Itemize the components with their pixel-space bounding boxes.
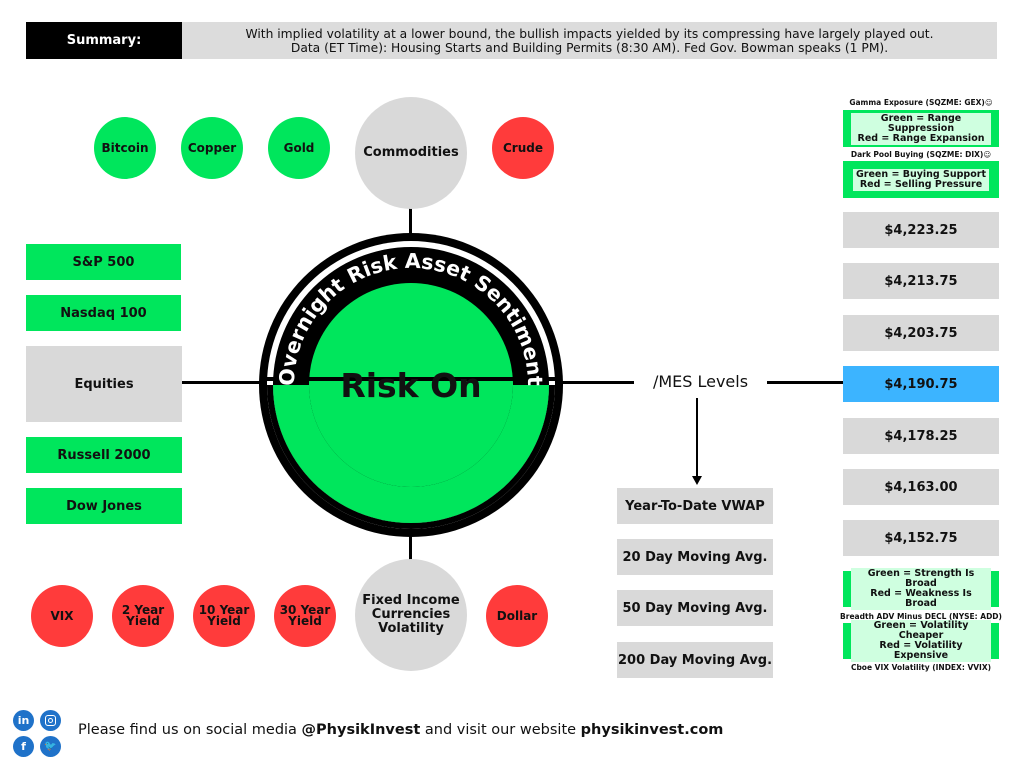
fi-30yr-yield: 30 Year Yield [274, 585, 336, 647]
fi-2yr-line2: Yield [126, 614, 160, 628]
equities-hub: Equities [26, 346, 182, 422]
mes-level: $4,223.25 [843, 212, 999, 248]
fi-10yr-yield: 10 Year Yield [193, 585, 255, 647]
add-green-text: Green = Strength Is Broad [867, 568, 975, 589]
sentiment-circle: Overnight Risk Asset Sentiment Risk On [259, 233, 563, 537]
fi-dollar: Dollar [486, 585, 548, 647]
fi-hub-line3: Volatility [378, 621, 444, 636]
mes-level: $4,213.75 [843, 263, 999, 299]
facebook-icon[interactable]: f [13, 736, 34, 757]
linkedin-icon[interactable]: in [13, 710, 34, 731]
mes-level: $4,163.00 [843, 469, 999, 505]
twitter-icon[interactable]: 🐦 [40, 736, 61, 757]
arrow-shaft [696, 398, 698, 478]
footer-site-link[interactable]: physikinvest.com [580, 722, 724, 738]
gex-legend-inner: Green = Range Suppression Red = Range Ex… [851, 112, 991, 145]
add-legend-inner: Green = Strength Is Broad Red = Weakness… [851, 568, 991, 610]
mes-levels-label: /MES Levels [652, 372, 749, 391]
equity-russell2000: Russell 2000 [26, 437, 182, 473]
emoji-icon: ☺ [984, 98, 993, 107]
summary-line-1: With implied volatility at a lower bound… [245, 26, 934, 41]
fi-hub-line1: Fixed Income [362, 593, 460, 608]
mes-level: $4,203.75 [843, 315, 999, 351]
summary-label: Summary: [26, 22, 182, 59]
fi-2yr-line1: 2 Year [121, 603, 165, 617]
vvix-green-text: Green = Volatility Cheaper [873, 620, 969, 641]
fixed-income-hub: Fixed Income Currencies Volatility [355, 559, 467, 671]
dix-green-text: Green = Buying Support [856, 168, 986, 180]
dix-caption: Dark Pool Buying (SQZME: DIX)☺ [843, 150, 999, 159]
commodity-gold: Gold [268, 117, 330, 179]
equity-nasdaq100: Nasdaq 100 [26, 295, 181, 331]
commodity-crude: Crude [492, 117, 554, 179]
emoji-icon: ☺ [983, 150, 992, 159]
gex-red-text: Red = Range Expansion [857, 132, 985, 144]
fi-2yr-yield: 2 Year Yield [112, 585, 174, 647]
commodities-hub: Commodities [355, 97, 467, 209]
footer-prefix: Please find us on social media [78, 722, 302, 738]
vvix-red-text: Red = Volatility Expensive [879, 640, 963, 661]
vvix-caption: Cboe VIX Volatility (INDEX: VVIX) [850, 663, 992, 672]
ma-50day: 50 Day Moving Avg. [617, 590, 773, 626]
dix-caption-text: Dark Pool Buying (SQZME: DIX) [850, 150, 984, 159]
fi-10yr-line1: 10 Year [198, 603, 250, 617]
fi-30yr-line2: Yield [288, 614, 322, 628]
add-red-text: Red = Weakness Is Broad [870, 588, 972, 609]
gex-caption: Gamma Exposure (SQZME: GEX)☺ [843, 98, 999, 107]
vvix-legend: Green = Volatility Cheaper Red = Volatil… [843, 620, 999, 662]
sentiment-status: Risk On [340, 366, 481, 405]
gex-caption-text: Gamma Exposure (SQZME: GEX) [849, 98, 985, 107]
instagram-icon[interactable] [40, 710, 61, 731]
fi-vix: VIX [31, 585, 93, 647]
fi-10yr-line2: Yield [207, 614, 241, 628]
connector-bottom [409, 534, 412, 562]
connector-top [409, 208, 412, 238]
fi-hub-line2: Currencies [371, 607, 451, 622]
ma-ytd-vwap: Year-To-Date VWAP [617, 488, 773, 524]
arrow-down-icon [692, 476, 702, 485]
connector-mes [767, 381, 843, 384]
connector-right [558, 381, 634, 384]
vvix-legend-inner: Green = Volatility Cheaper Red = Volatil… [851, 620, 991, 662]
dix-legend: Green = Buying Support Red = Selling Pre… [843, 161, 999, 198]
mes-level: $4,178.25 [843, 418, 999, 454]
connector-left [182, 381, 260, 384]
mes-level-current: $4,190.75 [843, 366, 999, 402]
ma-20day: 20 Day Moving Avg. [617, 539, 773, 575]
commodity-copper: Copper [181, 117, 243, 179]
add-legend: Green = Strength Is Broad Red = Weakness… [843, 568, 999, 610]
commodity-bitcoin: Bitcoin [94, 117, 156, 179]
summary-text: With implied volatility at a lower bound… [182, 22, 997, 59]
dix-legend-inner: Green = Buying Support Red = Selling Pre… [853, 168, 989, 191]
dix-red-text: Red = Selling Pressure [859, 178, 983, 190]
fi-dollar-label: Dollar [496, 608, 538, 623]
summary-line-2: Data (ET Time): Housing Starts and Build… [290, 40, 889, 55]
ma-200day: 200 Day Moving Avg. [617, 642, 773, 678]
equity-dowjones: Dow Jones [26, 488, 182, 524]
footer-text: Please find us on social media @PhysikIn… [78, 722, 723, 738]
fi-vix-label: VIX [50, 608, 74, 623]
fi-30yr-line1: 30 Year [279, 603, 331, 617]
footer-handle[interactable]: @PhysikInvest [301, 722, 421, 738]
mes-level: $4,152.75 [843, 520, 999, 556]
add-caption: Breadth ADV Minus DECL (NYSE: ADD) [840, 612, 1002, 621]
gex-legend: Green = Range Suppression Red = Range Ex… [843, 110, 999, 147]
equity-sp500: S&P 500 [26, 244, 181, 280]
footer-middle: and visit our website [420, 722, 581, 738]
gex-green-text: Green = Range Suppression [880, 112, 962, 134]
